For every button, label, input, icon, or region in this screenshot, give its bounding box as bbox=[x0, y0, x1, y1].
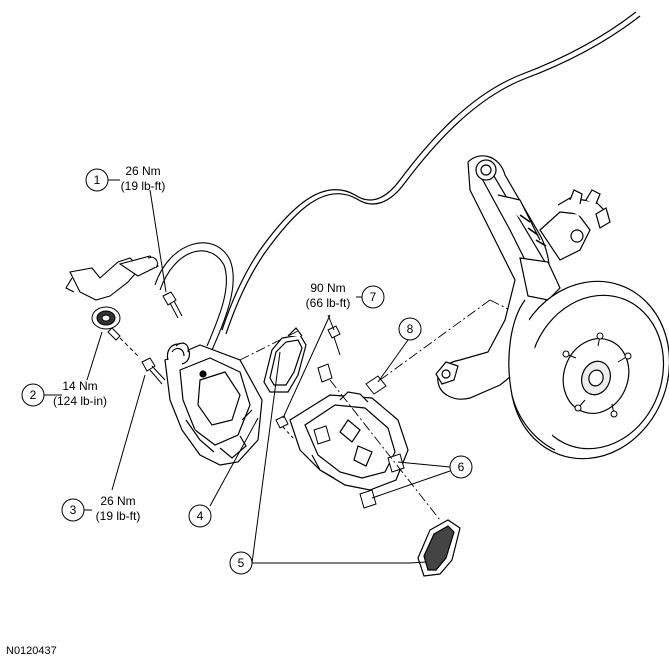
svg-text:14 Nm: 14 Nm bbox=[62, 379, 97, 393]
svg-text:90 Nm: 90 Nm bbox=[310, 281, 345, 295]
parking-brake-cable bbox=[221, 11, 641, 335]
parking-brake-bracket bbox=[65, 255, 159, 301]
torque-label-1: 26 Nm (19 lb-ft) bbox=[121, 164, 166, 193]
torque-label-3: 26 Nm (19 lb-ft) bbox=[96, 494, 141, 523]
svg-text:7: 7 bbox=[370, 290, 377, 304]
caliper-anchor-bracket bbox=[289, 391, 409, 491]
callout-8: 8 bbox=[398, 317, 422, 341]
callout-1: 1 bbox=[85, 168, 109, 192]
wheel-studs bbox=[562, 332, 632, 418]
leader-lines bbox=[44, 179, 451, 564]
bolt-1 bbox=[162, 291, 183, 319]
slide-pin-8 bbox=[365, 375, 387, 395]
callout-6: 6 bbox=[449, 455, 473, 479]
svg-text:(124 lb-in): (124 lb-in) bbox=[53, 394, 107, 408]
svg-text:(19 lb-ft): (19 lb-ft) bbox=[121, 179, 166, 193]
svg-text:5: 5 bbox=[238, 556, 245, 570]
figure-id: N0120437 bbox=[6, 645, 57, 657]
cable-loop bbox=[154, 242, 234, 351]
svg-text:6: 6 bbox=[458, 460, 465, 474]
svg-text:8: 8 bbox=[407, 322, 414, 336]
callout-4: 4 bbox=[188, 504, 212, 528]
callout-5: 5 bbox=[229, 551, 253, 575]
callout-7: 7 bbox=[361, 285, 385, 309]
callout-3: 3 bbox=[61, 498, 85, 522]
svg-text:3: 3 bbox=[70, 503, 77, 517]
svg-text:26 Nm: 26 Nm bbox=[100, 494, 135, 508]
svg-text:2: 2 bbox=[30, 388, 37, 402]
torque-label-2: 14 Nm (124 lb-in) bbox=[53, 379, 107, 408]
brake-rotor bbox=[508, 280, 669, 460]
torque-label-7: 90 Nm (66 lb-ft) bbox=[306, 281, 351, 310]
anchor-bolts-7 bbox=[275, 325, 341, 441]
svg-text:1: 1 bbox=[94, 173, 101, 187]
brake-pad-outer bbox=[417, 519, 461, 577]
svg-text:26 Nm: 26 Nm bbox=[125, 164, 160, 178]
svg-text:(19 lb-ft): (19 lb-ft) bbox=[96, 509, 141, 523]
brake-caliper bbox=[164, 342, 263, 466]
bolt-3 bbox=[141, 357, 166, 385]
svg-text:4: 4 bbox=[197, 509, 204, 523]
svg-text:(66 lb-ft): (66 lb-ft) bbox=[306, 296, 351, 310]
bleeder-nut-2 bbox=[91, 306, 141, 359]
pad-clips bbox=[313, 363, 405, 509]
callout-2: 2 bbox=[21, 383, 45, 407]
